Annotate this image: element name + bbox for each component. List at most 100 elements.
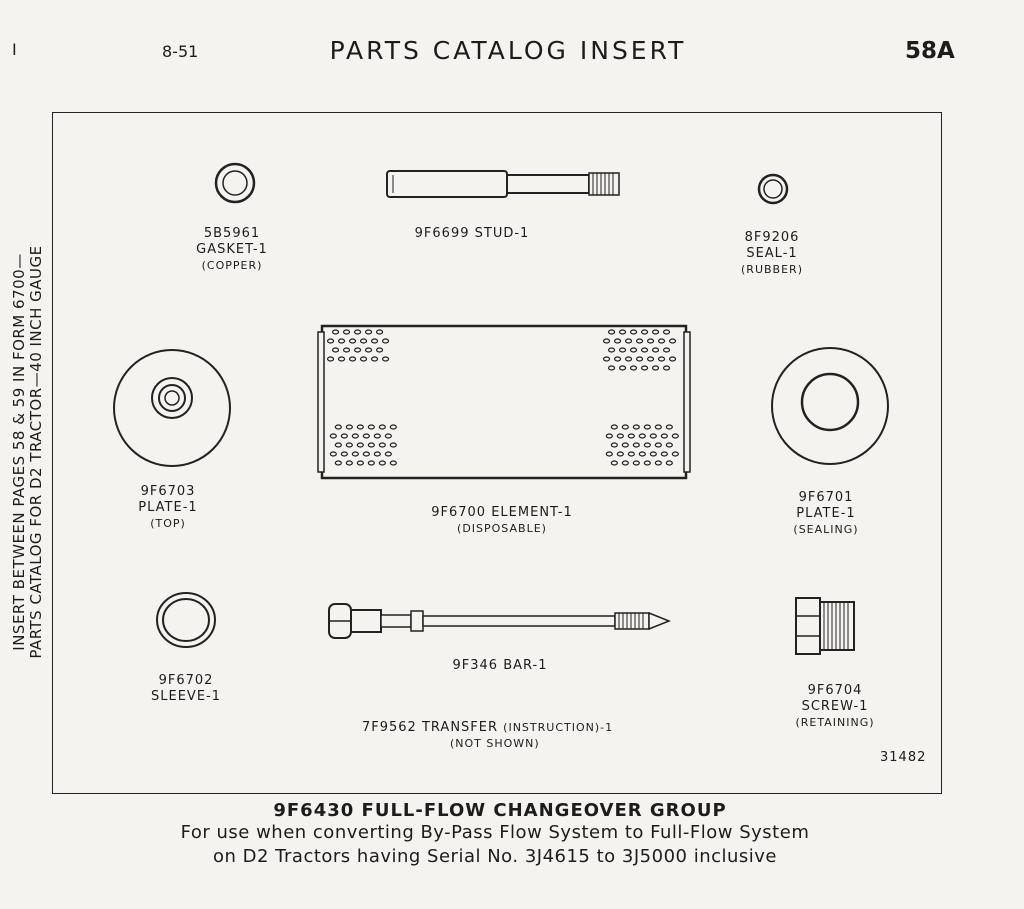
- element-number: 9F6700: [431, 505, 487, 520]
- perforation-hole: [643, 460, 651, 466]
- plate-sealing-drawing: [771, 347, 889, 465]
- gasket-number: 5B5961: [203, 226, 261, 241]
- perforation-hole: [651, 329, 660, 335]
- perforation-hole: [384, 451, 392, 457]
- perforation-hole: [632, 460, 640, 466]
- perforation-hole: [646, 338, 655, 344]
- perforation-hole: [375, 329, 384, 335]
- seal-note: (RUBBER): [741, 263, 803, 276]
- perforation-hole: [638, 433, 646, 439]
- revision-date: 8-51: [162, 42, 199, 61]
- illustration-frame: [52, 112, 942, 794]
- perforation-hole: [364, 329, 373, 335]
- perforation-hole: [624, 356, 633, 362]
- perforation-hole: [610, 442, 618, 448]
- perforation-hole: [651, 347, 660, 353]
- perforation-hole: [334, 442, 342, 448]
- perforation-hole: [331, 347, 340, 353]
- perforation-hole: [654, 442, 662, 448]
- perforation-hole: [373, 433, 381, 439]
- perforation-hole: [618, 365, 627, 371]
- perforation-hole: [353, 329, 362, 335]
- perforation-hole: [657, 338, 666, 344]
- perforation-hole: [665, 442, 673, 448]
- perforation-hole: [621, 424, 629, 430]
- perforation-hole: [373, 451, 381, 457]
- perforation-hole: [632, 442, 640, 448]
- perforation-hole: [367, 424, 375, 430]
- perforation-hole: [629, 365, 638, 371]
- perforation-hole: [671, 433, 679, 439]
- perforation-hole: [356, 424, 364, 430]
- perforation-hole: [640, 329, 649, 335]
- perforation-hole: [356, 460, 364, 466]
- perforation-hole: [367, 460, 375, 466]
- side-insert-note: INSERT BETWEEN PAGES 58 & 59 IN FORM 670…: [10, 132, 45, 772]
- perforation-hole: [618, 329, 627, 335]
- caption-title: 9F6430 FULL-FLOW CHANGEOVER GROUP: [273, 800, 727, 821]
- perforation-hole: [665, 460, 673, 466]
- perforation-hole: [662, 329, 671, 335]
- perforation-hole: [640, 347, 649, 353]
- perforation-hole: [370, 356, 379, 362]
- perforation-hole: [616, 433, 624, 439]
- seal-label: 8F9206 SEAL-1 (RUBBER): [722, 230, 822, 278]
- perforation-hole: [342, 329, 351, 335]
- perforation-hole: [356, 442, 364, 448]
- seal-name: SEAL-1: [746, 246, 798, 261]
- side-note-line-1: INSERT BETWEEN PAGES 58 & 59 IN FORM 670…: [10, 253, 28, 651]
- perforation-hole: [662, 365, 671, 371]
- perforation-hole: [643, 424, 651, 430]
- perforation-hole: [660, 433, 668, 439]
- perforation-hole: [378, 442, 386, 448]
- gasket-name: GASKET-1: [196, 242, 268, 257]
- perforation-hole: [340, 433, 348, 439]
- screw-number: 9F6704: [807, 683, 863, 698]
- perforation-hole: [613, 356, 622, 362]
- perforation-hole: [337, 356, 346, 362]
- perforation-hole: [351, 433, 359, 439]
- perforation-hole: [602, 356, 611, 362]
- plate-sealing-number: 9F6701: [798, 490, 854, 505]
- screw-label: 9F6704 SCREW-1 (RETAINING): [785, 683, 885, 731]
- seal-number: 8F9206: [744, 230, 800, 245]
- gasket-note: (COPPER): [201, 259, 263, 272]
- perforation-hole: [618, 347, 627, 353]
- transfer-name: TRANSFER: [421, 720, 499, 735]
- perforation-hole: [384, 433, 392, 439]
- perforation-hole: [340, 451, 348, 457]
- perforation-hole: [657, 356, 666, 362]
- perforation-hole: [331, 329, 340, 335]
- perforation-hole: [671, 451, 679, 457]
- bar-drawing: [328, 603, 672, 639]
- plate-top-name: PLATE-1: [138, 500, 198, 515]
- perforation-hole: [326, 338, 335, 344]
- sleeve-drawing: [156, 592, 216, 648]
- perforation-hole: [646, 356, 655, 362]
- perforation-hole: [629, 329, 638, 335]
- stud-drawing: [386, 170, 620, 198]
- perforation-hole: [337, 338, 346, 344]
- perforation-hole: [605, 433, 613, 439]
- perforation-hole: [668, 338, 677, 344]
- perforation-hole: [329, 451, 337, 457]
- perforation-hole: [651, 365, 660, 371]
- element-name: ELEMENT-1: [491, 505, 573, 520]
- element-note: (DISPOSABLE): [457, 522, 547, 535]
- page-title: PARTS CATALOG INSERT: [329, 36, 687, 65]
- perforation-hole: [649, 433, 657, 439]
- plate-top-drawing: [113, 349, 231, 467]
- perforation-hole: [665, 424, 673, 430]
- stud-label: 9F6699 STUD-1: [392, 226, 552, 242]
- perforation-hole: [367, 442, 375, 448]
- perforation-hole: [362, 451, 370, 457]
- element-label: 9F6700 ELEMENT-1 (DISPOSABLE): [402, 505, 602, 537]
- perforation-hole: [654, 460, 662, 466]
- perforation-hole: [610, 424, 618, 430]
- seal-drawing: [757, 173, 789, 205]
- perforation-hole: [378, 424, 386, 430]
- perforation-hole: [627, 451, 635, 457]
- plate-top-number: 9F6703: [140, 484, 196, 499]
- perforation-hole: [345, 460, 353, 466]
- perforation-hole: [607, 347, 616, 353]
